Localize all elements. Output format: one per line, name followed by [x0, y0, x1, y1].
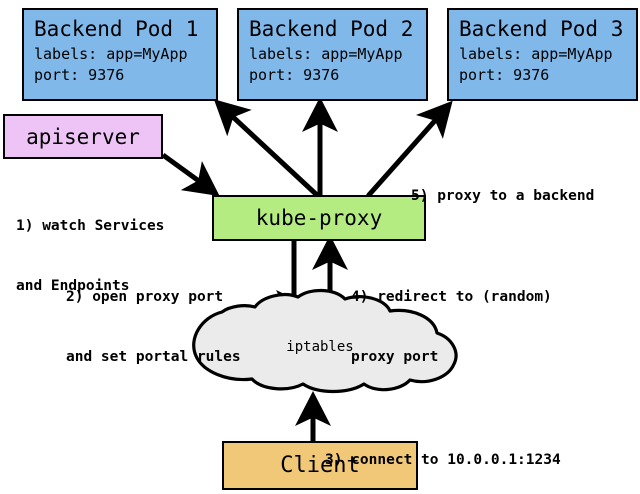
backend-pod-3-port: port: 9376 — [459, 66, 550, 84]
backend-pod-2-labels: labels: app=MyApp — [249, 45, 403, 63]
backend-pod-3-labels: labels: app=MyApp — [459, 45, 613, 63]
step-1-label: 1) watch Services and Endpoints — [16, 176, 164, 336]
backend-pod-3-box[interactable]: Backend Pod 3 labels: app=MyApp port: 93… — [447, 8, 638, 101]
backend-pod-1-title: Backend Pod 1 — [34, 17, 199, 41]
client-box[interactable]: Client — [222, 441, 418, 490]
step-4-line-2: proxy port — [351, 349, 439, 365]
step-2-line-2: and set portal rules — [66, 349, 241, 365]
backend-pod-1-box[interactable]: Backend Pod 1 labels: app=MyApp port: 93… — [22, 8, 218, 101]
step-3-label: 3) connect to 10.0.0.1:1234 — [325, 410, 561, 494]
iptables-label: iptables — [286, 339, 354, 355]
step-1-line-2: and Endpoints — [16, 278, 130, 294]
arrow-apiserver-to-kube-proxy — [161, 152, 220, 197]
apiserver-label: apiserver — [26, 124, 140, 149]
step-3-line-1: 3) connect to 10.0.0.1:1234 — [325, 452, 561, 468]
step-1-line-1: 1) watch Services — [16, 218, 165, 234]
step-4-line-1: 4) redirect to (random) — [351, 289, 552, 305]
step-2-label: 2) open proxy port and set portal rules — [66, 247, 241, 407]
backend-pod-1-labels: labels: app=MyApp — [34, 45, 188, 63]
kube-proxy-box[interactable]: kube-proxy — [212, 195, 426, 241]
step-5-label: 5) proxy to a backend — [411, 146, 594, 246]
backend-pod-2-title: Backend Pod 2 — [249, 17, 414, 41]
arrow-kube-proxy-to-pod-1 — [213, 99, 320, 198]
step-2-line-1: 2) open proxy port — [66, 289, 224, 305]
backend-pod-2-port: port: 9376 — [249, 66, 340, 84]
backend-pod-1-port: port: 9376 — [34, 66, 125, 84]
step-5-line-1: 5) proxy to a backend — [411, 188, 595, 204]
backend-pod-3-title: Backend Pod 3 — [459, 17, 624, 41]
backend-pod-2-box[interactable]: Backend Pod 2 labels: app=MyApp port: 93… — [237, 8, 428, 101]
apiserver-box[interactable]: apiserver — [3, 114, 163, 159]
kube-proxy-label: kube-proxy — [255, 206, 383, 230]
step-4-label: 4) redirect to (random) proxy port — [351, 247, 552, 407]
client-label: Client — [280, 453, 360, 478]
